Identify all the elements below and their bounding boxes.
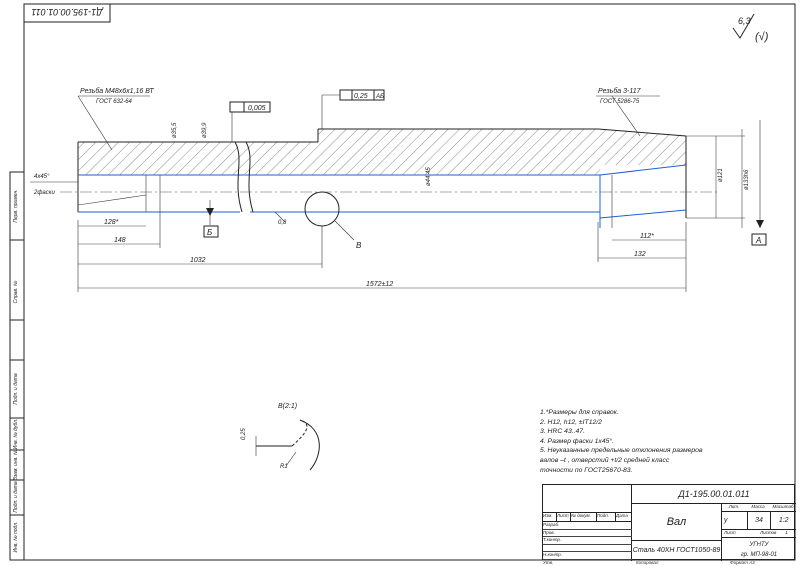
roughness-value: 6,3 bbox=[738, 16, 751, 26]
side-label-0: Перв. примен. bbox=[13, 189, 19, 222]
tb-sheet-label: Лист bbox=[724, 530, 736, 535]
detail-b: В(2:1) 0,25 R1 bbox=[241, 403, 320, 471]
tb-role-ncontr: Н.контр. bbox=[543, 552, 632, 560]
note-line: 4. Размер фаски 1х45°. bbox=[540, 437, 614, 445]
tb-doc-number: Д1-195.00.01.011 bbox=[632, 485, 796, 504]
tb-mass-value: 34 bbox=[748, 512, 772, 529]
roughness-symbol: 6,3 (√) bbox=[732, 13, 769, 43]
tb-lit-header: Лит. bbox=[728, 504, 740, 509]
tb-part-name: Вал bbox=[632, 504, 722, 541]
detail-scale: В(2:1) bbox=[278, 403, 297, 410]
side-label-3: Инв. № дубл. bbox=[13, 419, 19, 450]
tb-col-sign: Подп. bbox=[597, 513, 616, 521]
tb-sheets-value: 1 bbox=[785, 530, 788, 535]
dia-left-1: ø35,5 bbox=[172, 122, 178, 138]
top-stamp-box bbox=[23, 3, 111, 23]
base-a: А bbox=[755, 236, 761, 245]
thread-left-callout: Резьба M48x6x1,16 ВТ ГОСТ 632-64 bbox=[77, 87, 154, 151]
dim-112: 112* bbox=[640, 233, 654, 240]
note-line: 2. H12, h12, ±IT12/2 bbox=[540, 418, 602, 426]
side-label-1: Справ. № bbox=[13, 280, 19, 303]
thread-right-callout: Резьба 3-117 ГОСТ 5286-75 bbox=[596, 87, 660, 137]
tb-role-approve: Утв. bbox=[543, 559, 554, 565]
left-note-2: 2фаски bbox=[33, 190, 56, 196]
side-label-5: Подп. и дата bbox=[13, 481, 19, 513]
tb-format: Формат А3 bbox=[730, 560, 755, 565]
tb-lit-value: у bbox=[722, 512, 748, 529]
view-b-label: В bbox=[356, 241, 362, 250]
tb-sheets-label: Листов bbox=[760, 530, 777, 535]
dim-1032: 1032 bbox=[190, 257, 206, 264]
tb-role-tcontr: Т.контр. bbox=[543, 537, 632, 545]
title-block: Изм. Лист № докум. Подп. Дата Разраб. Пр… bbox=[542, 484, 796, 565]
tb-mass-header: Масса bbox=[751, 504, 765, 509]
roughness-suffix: (√) bbox=[755, 31, 769, 43]
tol-runout: 0,25 bbox=[354, 93, 368, 100]
tb-col-doc: № докум. bbox=[571, 513, 597, 521]
left-note-1: 4х45° bbox=[34, 174, 50, 180]
dim-132: 132 bbox=[634, 251, 646, 258]
tol-runout-base: АБ bbox=[375, 94, 384, 100]
side-label-6: Инв. № подл. bbox=[13, 521, 19, 552]
tb-copied: Копировал bbox=[636, 560, 659, 565]
dim-148: 148 bbox=[114, 237, 126, 244]
top-stamp-text: Д1-195.00.01.011 bbox=[31, 7, 103, 17]
side-strip: Перв. примен. Справ. № Подп. и дата Инв.… bbox=[9, 171, 25, 561]
note-line: валов –t , отверстий +t/2 средней класс bbox=[540, 456, 670, 464]
note-line: 1.*Размеры для справок. bbox=[540, 409, 619, 416]
dia-right-1: ø121 bbox=[718, 168, 724, 182]
tb-org-2: гр. МП-98-01 bbox=[740, 552, 778, 558]
thread-right-text: Резьба 3-117 bbox=[598, 87, 642, 95]
tb-role-check: Пров. bbox=[543, 530, 632, 537]
tb-org-1: УГНТУ bbox=[749, 542, 769, 548]
note-line: 5. Неуказанные предельные отклонения раз… bbox=[540, 447, 703, 455]
dia-right-2: ø133h6 bbox=[744, 169, 750, 190]
base-b: Б bbox=[207, 228, 212, 237]
technical-notes: 1.*Размеры для справок. 2. H12, h12, ±IT… bbox=[540, 408, 750, 475]
note-line: 3. HRC 43..47. bbox=[540, 428, 585, 436]
shaft-drawing: В bbox=[60, 128, 720, 250]
tb-role-empty bbox=[543, 545, 632, 552]
tolerance-frames: 0,005 0,25 АБ bbox=[229, 89, 385, 142]
detail-r: R1 bbox=[280, 464, 288, 470]
dim-total: 1572±12 bbox=[366, 281, 393, 288]
thread-left-std: ГОСТ 632-64 bbox=[96, 99, 133, 105]
tb-col-list: Лист bbox=[557, 513, 571, 521]
side-label-4: Взам. инв. № bbox=[13, 449, 19, 481]
detail-025: 0,25 bbox=[241, 428, 247, 440]
tb-col-date: Дата bbox=[616, 513, 628, 518]
tb-scale-header: Масштаб bbox=[772, 504, 794, 509]
tb-role-dev: Разраб. bbox=[543, 522, 632, 530]
dimensions: 128* 148 1032 1572±12 112* 132 bbox=[77, 219, 687, 292]
tb-scale-value: 1:2 bbox=[778, 517, 789, 524]
dia-center: ø44,45 bbox=[426, 167, 432, 186]
thread-right-std: ГОСТ 5286-75 bbox=[600, 99, 640, 105]
dim-128: 128* bbox=[104, 219, 119, 226]
note-line: точности по ГОСТ25670-83. bbox=[540, 466, 633, 474]
dia-left-2: ø39,9 bbox=[202, 122, 208, 138]
side-label-2: Подп. и дата bbox=[13, 373, 19, 405]
thread-left-text: Резьба M48x6x1,16 ВТ bbox=[80, 87, 154, 95]
tb-col-izm: Изм. bbox=[543, 513, 557, 521]
tb-material: Сталь 40ХН ГОСТ1050-89 bbox=[632, 541, 722, 561]
tol-parallel: 0,005 bbox=[248, 105, 266, 112]
dim-08: 0,8 bbox=[278, 220, 287, 226]
